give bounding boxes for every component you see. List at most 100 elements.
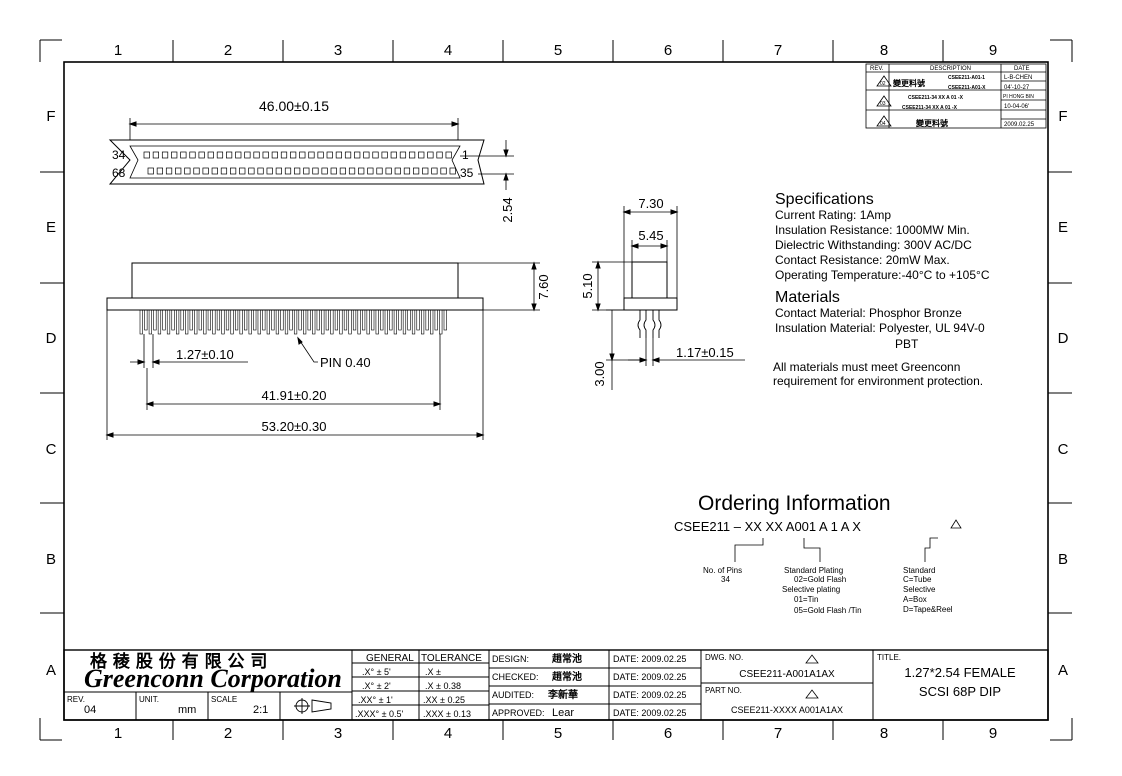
contact-cell <box>257 167 264 175</box>
front-pin <box>366 309 370 335</box>
row-label-right: F <box>1058 108 1067 125</box>
top-view-outline <box>108 139 485 185</box>
front-pin <box>352 309 357 331</box>
contact-cell <box>202 167 209 175</box>
contact-cell <box>422 167 429 175</box>
contact-cell <box>171 151 178 159</box>
plating-line: 05=Gold Flash /Tin <box>794 606 862 615</box>
front-pin <box>330 309 334 335</box>
contact-cell <box>394 167 401 175</box>
pin-35-label: 35 <box>460 166 474 180</box>
front-height-dim-label: 7.60 <box>536 274 551 299</box>
row-label-right: D <box>1058 330 1069 347</box>
row-label-left: E <box>46 219 56 236</box>
contact-cell <box>161 151 169 159</box>
contact-cell <box>339 167 346 175</box>
pin-68-label: 68 <box>112 166 126 180</box>
rev-triangle <box>805 654 819 699</box>
rev-value: 04 <box>84 704 96 716</box>
col-label-bottom: 4 <box>444 725 452 742</box>
materials-note: requirement for environment protection. <box>773 374 983 388</box>
contact-cell <box>220 167 228 175</box>
top-view <box>108 118 514 190</box>
material-line: Insulation Material: Polyester, UL 94V-0 <box>775 321 985 335</box>
front-pin <box>198 309 202 331</box>
side-tails <box>637 310 662 338</box>
front-pin <box>207 309 211 331</box>
scale-label: SCALE <box>211 695 237 704</box>
package-line: D=Tape&Reel <box>903 605 953 614</box>
contact-cell <box>390 151 397 159</box>
contact-cell <box>216 151 224 159</box>
front-pin <box>262 309 266 331</box>
front-flange <box>106 297 484 311</box>
approved-date: DATE: 2009.02.25 <box>613 708 686 718</box>
row-label-left: C <box>46 441 57 458</box>
unit-label: UNIT. <box>139 695 159 704</box>
front-pin <box>371 309 375 331</box>
contact-cell <box>271 151 278 159</box>
col-label-bottom: 5 <box>554 725 562 742</box>
front-height-dimension <box>458 262 540 311</box>
tolerance-linear: .XX ± 0.25 <box>423 695 465 705</box>
pins-value: 34 <box>721 575 730 584</box>
front-height-arrows <box>531 261 537 312</box>
spec-line: Contact Resistance: 20mW Max. <box>775 253 950 267</box>
col-label-top: 9 <box>989 42 997 59</box>
front-pin <box>289 309 293 331</box>
contact-cell <box>303 167 310 175</box>
row-label-left: B <box>46 551 56 568</box>
title-label: TITLE. <box>877 653 901 662</box>
ordering-code: CSEE211 – XX XX A001 A 1 A X <box>674 519 861 534</box>
tail-length-dimension <box>606 309 646 390</box>
revision-table <box>865 63 1047 129</box>
contact-cell <box>440 167 447 175</box>
specifications-title: Specifications <box>775 191 874 208</box>
overall-arrows <box>105 432 485 438</box>
tolerance-angular: .XXX° ± 0.5' <box>355 709 404 719</box>
front-pin <box>144 309 148 331</box>
overall-dim-label: 53.20±0.30 <box>262 419 327 434</box>
side-height-dimension <box>592 261 632 311</box>
contact-cell <box>189 151 196 159</box>
pin-label: PIN 0.40 <box>320 355 371 370</box>
rev-header-description: DESCRIPTION <box>930 66 971 72</box>
contact-cell <box>165 167 173 175</box>
contact-cell <box>156 167 163 175</box>
dwg-no: CSEE211-A001A1AX <box>739 669 835 680</box>
contact-row-bottom <box>147 167 456 175</box>
overall-dimension <box>106 310 484 440</box>
contact-cell <box>262 151 269 159</box>
company-logo-text: Greenconn Corporation <box>84 664 342 693</box>
drawing-frame <box>39 39 1073 741</box>
front-pitch-dim-label: 1.27±0.10 <box>176 347 234 362</box>
spec-line: Insulation Resistance: 1000MW Min. <box>775 223 970 237</box>
contact-cell <box>152 151 159 159</box>
span-arrows <box>145 401 442 407</box>
contact-cell <box>312 167 319 175</box>
row-label-left: F <box>46 108 55 125</box>
contact-cell <box>381 151 388 159</box>
row-label-right: C <box>1058 441 1069 458</box>
front-pin <box>411 309 416 335</box>
contact-cell <box>385 167 392 175</box>
front-pin <box>284 309 289 335</box>
contact-cell <box>294 167 301 175</box>
col-label-bottom: 8 <box>880 725 888 742</box>
front-pin <box>203 309 207 335</box>
span-dim-label: 41.91±0.20 <box>262 388 327 403</box>
contact-cell <box>413 167 420 175</box>
contact-cell <box>418 151 425 159</box>
front-pin <box>303 309 307 335</box>
contact-cell <box>235 151 242 159</box>
rev-date-a: PI HONG BIN <box>1003 94 1034 100</box>
top-width-dim-label: 46.00±0.15 <box>259 98 329 114</box>
rev-date-b: 04'-10-27 <box>1004 85 1030 91</box>
contact-cell <box>280 151 288 159</box>
specifications: Specifications Current Rating: 1Amp Insu… <box>773 191 990 388</box>
checked-label: CHECKED: <box>492 672 539 682</box>
contact-cell <box>147 167 154 175</box>
tolerance-header: GENERAL <box>366 653 414 664</box>
contact-cell <box>321 167 328 175</box>
